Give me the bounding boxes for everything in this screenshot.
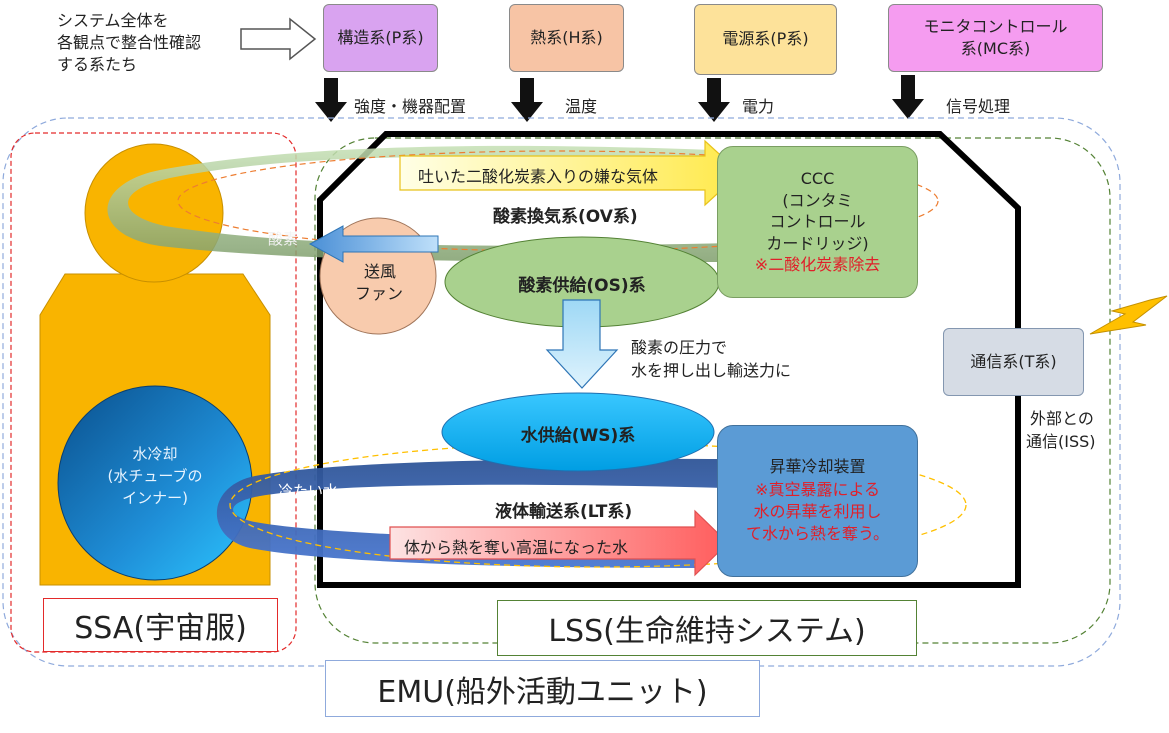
power-system-box[interactable]: 電源系(P系)	[694, 4, 837, 75]
sublimator-note-1: ※真空暴露による	[755, 479, 880, 499]
flow-label-strength: 強度・機器配置	[354, 97, 467, 116]
sublimator-note-2: 水の昇華を利用し	[753, 502, 882, 521]
thermal-system-box[interactable]: 熱系(H系)	[509, 4, 624, 72]
lss-label-text: LSS(生命維持システム)	[548, 614, 866, 649]
ws-system-label: 水供給(WS)系	[520, 426, 636, 446]
structure-system-box[interactable]: 構造系(P系)	[323, 4, 438, 72]
comm-system-label: 通信系(T系)	[970, 351, 1057, 371]
ccc-line-2: (コンタミ	[782, 190, 853, 210]
ccc-line-4: カードリッジ)	[766, 233, 869, 253]
fan-line-2: ファン	[354, 284, 403, 303]
ccc-line-1: CCC	[800, 169, 835, 189]
comm-external-line-2: 通信(ISS)	[1026, 432, 1096, 451]
power-system-label: 電源系(P系)	[722, 29, 809, 49]
intro-line-2: 各観点で整合性確認	[57, 33, 202, 52]
sublimator-title: 昇華冷却装置	[769, 457, 866, 477]
ccc-note: ※二酸化炭素除去	[754, 255, 881, 275]
flow-label-temperature: 温度	[565, 97, 598, 116]
comm-system-box[interactable]: 通信系(T系)	[943, 328, 1084, 396]
structure-system-label: 構造系(P系)	[337, 27, 424, 47]
os-system-label: 酸素供給(OS)系	[518, 276, 646, 296]
flow-label-power: 電力	[742, 97, 775, 116]
ov-system-label: 酸素換気系(OV系)	[493, 207, 638, 227]
cold-water-label: 冷たい水	[278, 482, 339, 500]
intro-arrow-icon	[240, 17, 317, 61]
monitor-control-system-box[interactable]: モニタコントロール 系(MC系)	[888, 4, 1103, 72]
cooling-line-2: (水チューブの	[107, 467, 203, 485]
emu-label-text: EMU(船外活動ユニット)	[377, 674, 708, 710]
cooling-line-1: 水冷却	[132, 445, 178, 463]
monitor-control-label-1: モニタコントロール	[923, 16, 1068, 36]
intro-line-1: システム全体を	[57, 11, 169, 30]
down-arrow-icon	[511, 78, 543, 122]
cooling-line-3: インナー)	[122, 489, 188, 507]
ssa-label-text: SSA(宇宙服)	[74, 611, 247, 646]
ccc-line-3: コントロール	[769, 212, 866, 232]
ssa-label: SSA(宇宙服)	[43, 598, 278, 652]
down-arrow-icon	[892, 75, 924, 119]
flow-label-signal: 信号処理	[946, 97, 1011, 116]
pressure-note-2: 水を押し出し輸送力に	[631, 361, 792, 380]
lt-system-label: 液体輸送系(LT系)	[495, 502, 633, 522]
exhale-label: 吐いた二酸化炭素入りの嫌な気体	[418, 167, 659, 186]
thermal-system-label: 熱系(H系)	[530, 27, 603, 47]
intro-line-3: する系たち	[57, 55, 138, 74]
emu-label: EMU(船外活動ユニット)	[325, 660, 760, 717]
comm-external-line-1: 外部との	[1030, 409, 1094, 428]
lss-label: LSS(生命維持システム)	[497, 600, 917, 656]
sublimator-box[interactable]: 昇華冷却装置 ※真空暴露による 水の昇華を利用し て水から熱を奪う。	[717, 425, 918, 577]
down-arrow-icon	[315, 78, 347, 122]
oxygen-return-label: 酸素	[268, 230, 299, 248]
pressure-note-1: 酸素の圧力で	[631, 338, 728, 357]
sublimator-note-3: て水から熱を奪う。	[745, 524, 890, 544]
ccc-box[interactable]: CCC (コンタミ コントロール カードリッジ) ※二酸化炭素除去	[717, 146, 918, 298]
down-arrow-icon	[698, 78, 730, 122]
monitor-control-label-2: 系(MC系)	[960, 39, 1031, 58]
hot-water-label: 体から熱を奪い高温になった水	[404, 538, 629, 557]
fan-line-1: 送風	[363, 262, 396, 281]
